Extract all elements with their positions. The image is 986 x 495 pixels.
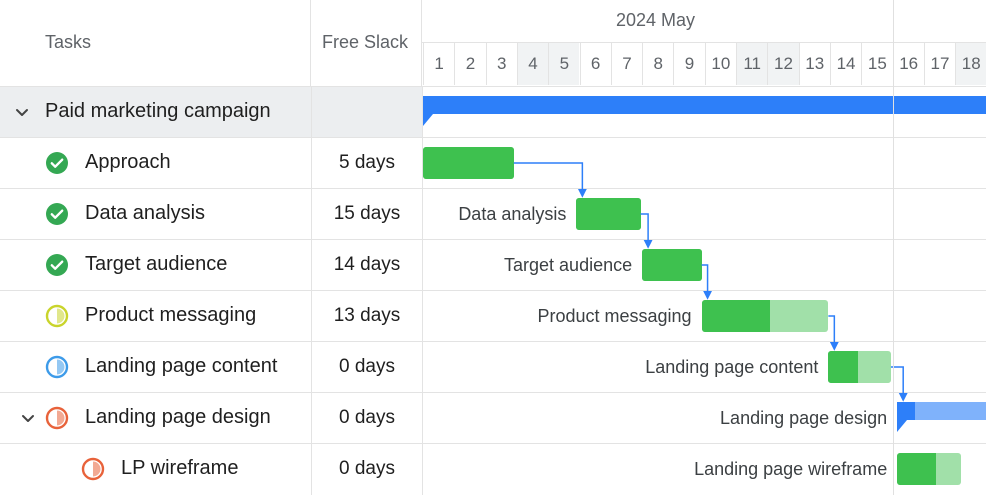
task-name[interactable]: Paid marketing campaign bbox=[45, 100, 271, 122]
column-separator bbox=[422, 138, 423, 189]
free-slack-value: 0 days bbox=[339, 407, 395, 428]
task-name[interactable]: Landing page content bbox=[85, 355, 278, 377]
task-bar[interactable] bbox=[576, 198, 641, 230]
task-name[interactable]: Target audience bbox=[85, 253, 228, 275]
task-row[interactable]: LP wireframe 0 days bbox=[0, 443, 986, 495]
task-row[interactable]: Target audience 14 days bbox=[0, 239, 986, 291]
day-cell-11: 11 bbox=[736, 43, 768, 85]
free-slack-value: 15 days bbox=[333, 203, 401, 224]
task-progress-fill bbox=[828, 351, 859, 383]
task-name[interactable]: Approach bbox=[85, 151, 171, 173]
task-bar[interactable] bbox=[897, 453, 962, 485]
column-separator bbox=[311, 240, 312, 291]
summary-bar[interactable] bbox=[423, 96, 986, 126]
check-circle-icon[interactable] bbox=[45, 202, 69, 226]
month-header: 2024 May bbox=[422, 0, 986, 43]
header-slack-cell: Free Slack bbox=[311, 0, 422, 86]
column-separator bbox=[422, 393, 423, 444]
day-cell-16: 16 bbox=[892, 43, 924, 85]
day-cell-13: 13 bbox=[798, 43, 830, 85]
task-row[interactable]: Data analysis 15 days bbox=[0, 188, 986, 240]
task-row[interactable]: Landing page design 0 days bbox=[0, 392, 986, 444]
task-row[interactable]: Landing page content 0 days bbox=[0, 341, 986, 393]
day-cell-12: 12 bbox=[767, 43, 799, 85]
day-cell-9: 9 bbox=[673, 43, 704, 85]
free-slack-value: 0 days bbox=[339, 356, 395, 377]
half-circle-yellow-icon[interactable] bbox=[45, 304, 69, 328]
free-slack-value: 14 days bbox=[333, 254, 401, 275]
task-progress-fill bbox=[701, 300, 770, 332]
day-cell-17: 17 bbox=[923, 43, 955, 85]
column-separator bbox=[311, 342, 312, 393]
bar-label: Landing page design bbox=[720, 408, 888, 428]
task-row[interactable]: Product messaging 13 days bbox=[0, 290, 986, 342]
bar-label: Target audience bbox=[504, 255, 633, 275]
day-cell-14: 14 bbox=[829, 43, 861, 85]
day-cell-7: 7 bbox=[610, 43, 642, 85]
day-cell-8: 8 bbox=[642, 43, 673, 85]
free-slack-value: 5 days bbox=[339, 152, 395, 173]
task-progress-fill bbox=[642, 249, 702, 281]
day-cell-2: 2 bbox=[454, 43, 485, 85]
column-separator bbox=[311, 291, 312, 342]
day-cell-1: 1 bbox=[423, 43, 454, 85]
task-name[interactable]: Data analysis bbox=[85, 202, 206, 224]
day-cell-18: 18 bbox=[955, 43, 986, 85]
column-separator bbox=[422, 444, 423, 495]
column-separator bbox=[311, 189, 312, 240]
month-label: 2024 May bbox=[616, 10, 696, 30]
task-row[interactable]: Paid marketing campaign bbox=[0, 86, 986, 138]
timeline-divider bbox=[893, 0, 894, 495]
task-name[interactable]: LP wireframe bbox=[121, 457, 239, 479]
task-name[interactable]: Landing page design bbox=[85, 406, 271, 428]
column-separator bbox=[311, 444, 312, 495]
bar-label: Landing page content bbox=[645, 357, 819, 377]
half-circle-orange-icon[interactable] bbox=[45, 406, 69, 430]
tasks-column-header[interactable]: Tasks bbox=[45, 32, 92, 52]
task-bar[interactable] bbox=[828, 351, 891, 383]
free-slack-column-header[interactable]: Free Slack bbox=[322, 32, 409, 52]
check-circle-icon[interactable] bbox=[45, 253, 69, 277]
column-separator bbox=[422, 342, 423, 393]
half-circle-orange-icon[interactable] bbox=[81, 457, 105, 481]
task-progress-fill bbox=[423, 147, 514, 179]
free-slack-value: 13 days bbox=[333, 305, 401, 326]
chevron-down-icon[interactable] bbox=[18, 408, 38, 428]
column-separator bbox=[311, 393, 312, 444]
half-circle-blue-icon[interactable] bbox=[45, 355, 69, 379]
day-cell-4: 4 bbox=[516, 43, 549, 85]
column-separator bbox=[422, 240, 423, 291]
column-separator bbox=[422, 87, 423, 138]
column-separator bbox=[422, 291, 423, 342]
task-bar[interactable] bbox=[701, 300, 829, 332]
chevron-down-icon[interactable] bbox=[12, 102, 32, 122]
column-separator bbox=[422, 189, 423, 240]
summary-bar[interactable] bbox=[897, 402, 986, 432]
task-bar[interactable] bbox=[642, 249, 702, 281]
task-progress-fill bbox=[576, 198, 641, 230]
day-cell-10: 10 bbox=[704, 43, 736, 85]
bar-label: Data analysis bbox=[458, 204, 567, 224]
task-bar[interactable] bbox=[423, 147, 514, 179]
check-circle-icon[interactable] bbox=[45, 151, 69, 175]
column-separator bbox=[311, 138, 312, 189]
day-cell-5: 5 bbox=[548, 43, 580, 85]
task-name[interactable]: Product messaging bbox=[85, 304, 257, 326]
day-cell-3: 3 bbox=[485, 43, 517, 85]
free-slack-value: 0 days bbox=[339, 458, 395, 479]
day-cell-15: 15 bbox=[861, 43, 892, 85]
header-tasks-cell: Tasks bbox=[0, 0, 311, 86]
bar-label: Product messaging bbox=[537, 306, 692, 326]
day-cell-6: 6 bbox=[579, 43, 611, 85]
bar-label: Landing page wireframe bbox=[694, 459, 888, 479]
task-progress-fill bbox=[897, 453, 936, 485]
column-separator bbox=[311, 87, 312, 138]
task-row[interactable]: Approach 5 days bbox=[0, 137, 986, 189]
